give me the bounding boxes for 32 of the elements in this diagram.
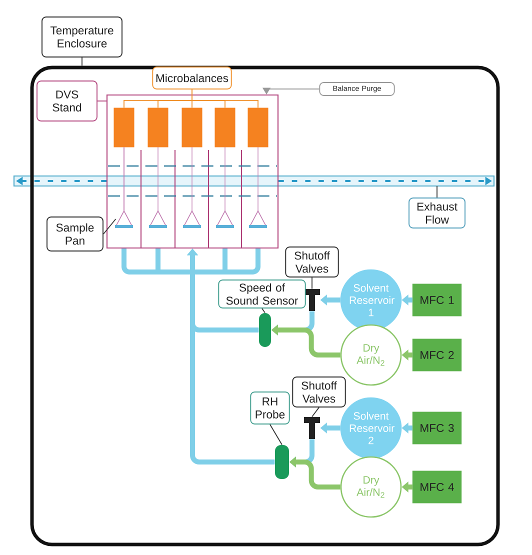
balance-block — [148, 108, 168, 148]
stand-frame — [106, 94, 279, 249]
label-box: Shutoff Valves — [285, 246, 339, 278]
label-box: Shutoff Valves — [292, 376, 346, 408]
valve-symbol — [304, 417, 320, 439]
balance-block — [114, 108, 134, 148]
leader-line — [97, 100, 107, 102]
valve-symbol — [304, 289, 320, 311]
leader-line — [262, 308, 266, 314]
balance-block — [182, 108, 202, 148]
label-box: Temperature Enclosure — [42, 16, 122, 58]
balance-block — [214, 108, 236, 148]
leader-line — [103, 218, 116, 234]
label-box: RH Probe — [250, 392, 290, 424]
label-box: Exhaust Flow — [408, 198, 466, 228]
label-box: DVS Stand — [36, 80, 98, 122]
label-box: Sample Pan — [46, 216, 104, 252]
controller-box: MFC 2 — [412, 338, 462, 372]
balance-block — [248, 108, 268, 148]
probe-capsule — [275, 445, 289, 479]
leader-line — [192, 89, 258, 108]
leader-line — [436, 186, 438, 198]
label-box: Speed of Sound Sensor — [218, 280, 306, 308]
sensor-capsule — [259, 313, 271, 347]
controller-box: MFC 3 — [412, 412, 462, 444]
leader-line — [270, 424, 282, 446]
label-box: Microbalances — [152, 66, 232, 90]
controller-box: MFC 1 — [412, 284, 462, 316]
enclosure-frame — [30, 66, 500, 546]
sample-pan — [115, 210, 133, 228]
leader-line — [312, 407, 320, 418]
controller-box: MFC 4 — [412, 470, 462, 504]
